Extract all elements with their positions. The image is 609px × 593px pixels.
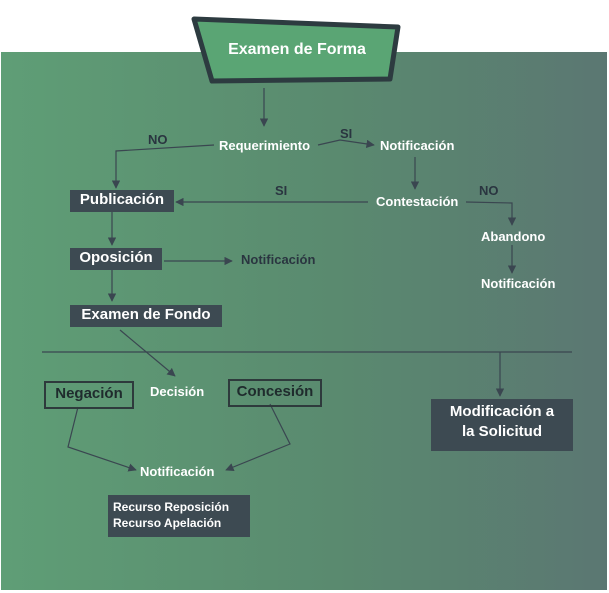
abandono-label: Abandono bbox=[481, 229, 546, 244]
modificacion-line-1: Modificación a bbox=[449, 403, 555, 420]
examen-forma-box: Examen de Forma bbox=[190, 15, 404, 85]
examen-forma-label: Examen de Forma bbox=[228, 41, 366, 58]
label-si-top: SI bbox=[340, 126, 353, 141]
decision-label: Decisión bbox=[150, 384, 205, 399]
modificacion-box: Modificación a la Solicitud bbox=[431, 399, 573, 451]
arrow-contestacion-to-abandono bbox=[465, 201, 517, 226]
requerimiento-label: Requerimiento bbox=[219, 138, 311, 153]
examen-forma-shape bbox=[191, 16, 401, 84]
notificacion-oposicion-label: Notificación bbox=[241, 252, 316, 267]
modificacion-line-2: la Solicitud bbox=[461, 423, 542, 440]
contestacion-label: Contestación bbox=[376, 194, 459, 209]
concesion-box: Concesión bbox=[228, 379, 322, 407]
arrow-examen-fondo-to-decision bbox=[119, 329, 176, 377]
recursos-box: Recurso Reposición Recurso Apelación bbox=[108, 495, 250, 537]
label-no-left: NO bbox=[148, 132, 168, 147]
examen-fondo-box: Examen de Fondo bbox=[70, 305, 222, 327]
recurso-reposicion-label: Recurso Reposición bbox=[113, 500, 230, 514]
arrow-requerimiento-to-notificacion bbox=[317, 139, 375, 149]
notificacion-top-label: Notificación bbox=[380, 138, 455, 153]
oposicion-box: Oposición bbox=[70, 248, 162, 270]
arrow-negacion-to-notificacion bbox=[67, 406, 137, 472]
label-si-mid: SI bbox=[275, 183, 288, 198]
publicacion-box: Publicación bbox=[70, 190, 174, 212]
notificacion-bottom-label: Notificación bbox=[140, 464, 215, 479]
recurso-apelacion-label: Recurso Apelación bbox=[113, 516, 222, 530]
notificacion-abandono-label: Notificación bbox=[481, 276, 556, 291]
arrow-concesion-to-notificacion bbox=[225, 403, 291, 472]
arrow-requerimiento-to-publicacion bbox=[111, 144, 215, 189]
negacion-box: Negación bbox=[44, 381, 134, 409]
label-no-right: NO bbox=[479, 183, 499, 198]
